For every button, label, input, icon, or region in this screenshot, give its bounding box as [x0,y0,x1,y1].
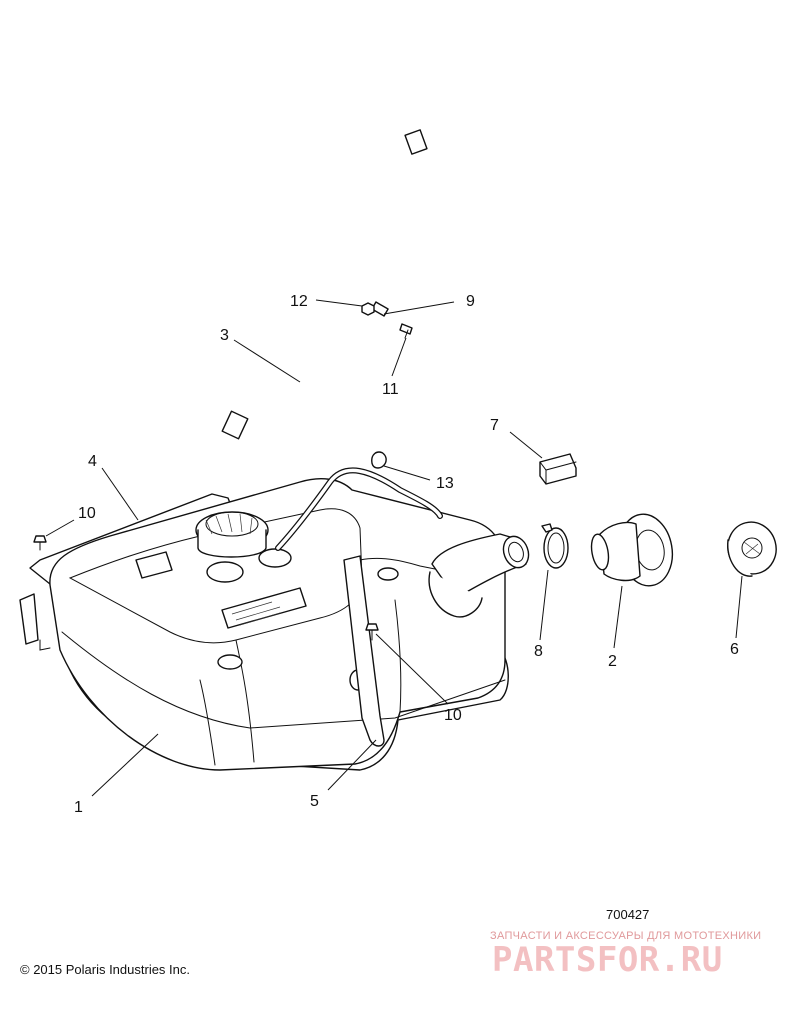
bolt-part-10-right [365,623,379,641]
watermark-tagline: ЗАПЧАСТИ И АКСЕССУАРЫ ДЛЯ МОТОТЕХНИКИ [490,930,762,942]
callout-9: 9 [466,293,475,310]
callout-12: 12 [290,293,308,310]
vent-hose-part-3 [221,129,433,440]
callout-3: 3 [220,327,229,344]
copyright-text: © 2015 Polaris Industries Inc. [20,962,190,977]
callout-10-right: 10 [444,707,462,724]
small-screw-part-11 [399,323,413,339]
callout-4: 4 [88,453,97,470]
bolt-part-10-left [33,535,47,551]
callout-11: 11 [382,381,399,398]
callout-7: 7 [490,417,499,434]
callout-5: 5 [310,793,319,810]
callout-13: 13 [436,475,454,492]
hose-clamp-part-13 [371,451,387,469]
callout-2: 2 [608,653,617,670]
fuel-tank-part-1 [49,467,530,771]
diagram-number: 700427 [606,907,650,922]
tank-strap-part-5 [343,555,385,747]
callout-8: 8 [534,643,543,660]
fuel-cap-part-6 [727,521,777,577]
watermark-logo: PARTSFOR.RU [492,940,723,980]
callout-6: 6 [730,641,739,658]
callout-10-left: 10 [78,505,96,522]
filler-adapter-part-2 [590,513,674,587]
foam-pad-part-7 [539,453,577,485]
small-nut-part-12 [361,302,375,316]
leader-lines [45,299,743,797]
clamp-ring-part-8 [541,523,569,569]
callout-1: 1 [74,799,83,816]
